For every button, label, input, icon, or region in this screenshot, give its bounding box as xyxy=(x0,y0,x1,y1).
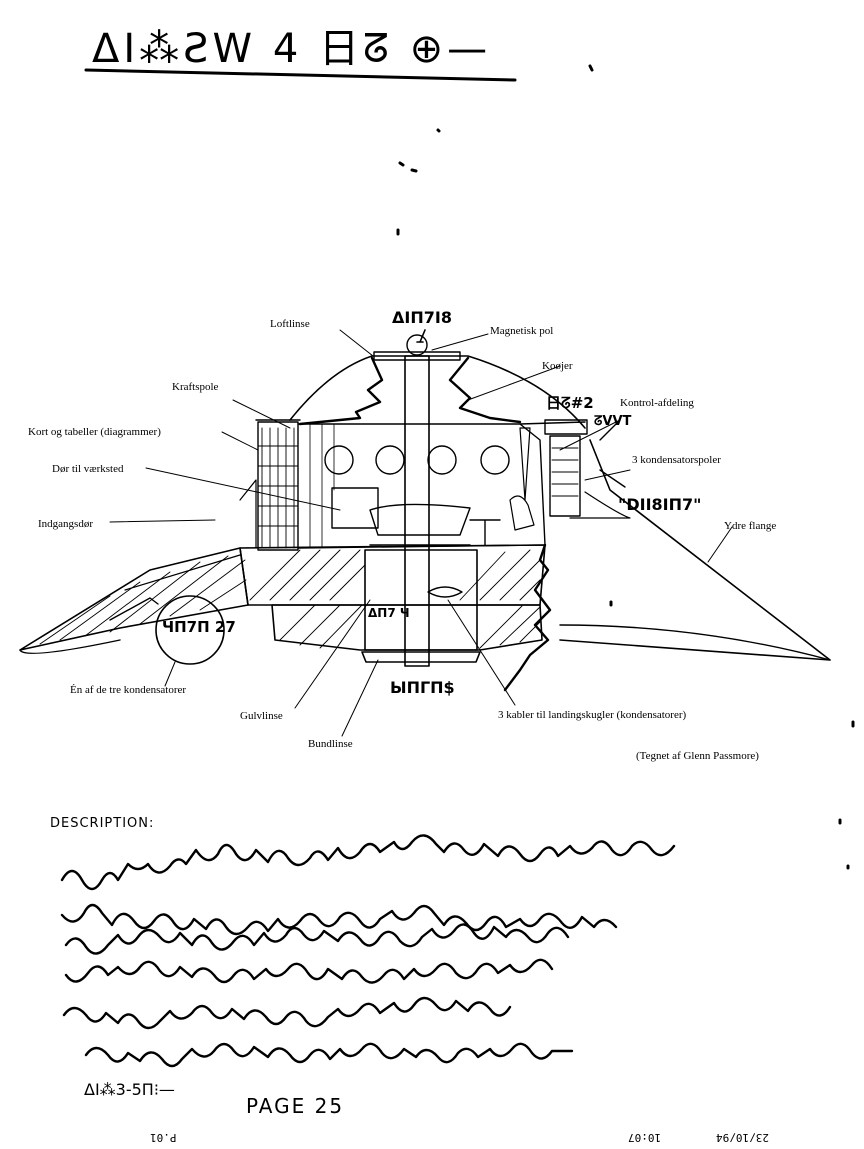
script-line-2 xyxy=(60,903,618,936)
cable-coil xyxy=(427,586,463,598)
pole-cap xyxy=(406,334,428,356)
porthole-2 xyxy=(375,445,405,475)
right-flange-lower xyxy=(559,624,831,661)
label-en-af-de-tre: Én af de tre kondensatorer xyxy=(70,684,187,696)
dome-cutaway-edge-right xyxy=(448,356,522,424)
cabin-roof-band xyxy=(255,419,586,425)
label-ydre-flange: Ydre flange xyxy=(724,520,777,532)
script-line-4 xyxy=(64,958,554,984)
porthole-1 xyxy=(324,445,354,475)
script-line-5 xyxy=(62,996,512,1030)
label-kort-og-tabeller: Kort og tabeller (diagrammer) xyxy=(28,426,161,438)
cabin-wall xyxy=(297,423,546,549)
control-panel xyxy=(549,435,581,517)
console-bowl xyxy=(369,503,471,536)
footer-date: 23/10/94 xyxy=(716,1131,769,1144)
magnetic-pole xyxy=(404,355,430,667)
glyph-annotation-capacitor: ЧΠ7Π 27 xyxy=(162,618,236,636)
right-flange xyxy=(559,439,831,661)
porthole-3 xyxy=(427,445,457,475)
glyph-annotation-right-flange: "DII8IΠ7" xyxy=(618,495,702,514)
label-credit: (Tegnet af Glenn Passmore) xyxy=(636,750,759,762)
kraftspole-right xyxy=(519,427,531,501)
entrance-door xyxy=(109,597,159,621)
cabin-wall-panels xyxy=(309,423,335,549)
floor-hatch xyxy=(249,549,541,601)
label-gulvlinse: Gulvlinse xyxy=(240,710,283,722)
saucer-diagram xyxy=(19,329,831,737)
title-underline xyxy=(84,68,517,82)
control-chair xyxy=(509,495,535,531)
label-kabler: 3 kabler til landingskugler (kondensator… xyxy=(498,709,687,721)
glyph-annotation-top: ΔIΠ7I8 xyxy=(392,308,452,327)
label-kontrol-afdeling: Kontrol-afdeling xyxy=(620,397,694,409)
script-line-6 xyxy=(84,1042,574,1068)
label-magnetisk-pol: Magnetisk pol xyxy=(490,325,554,337)
label-koojer: Koøjer xyxy=(542,360,573,372)
label-loftlinse: Loftlinse xyxy=(270,318,310,330)
handwritten-script xyxy=(60,834,676,1068)
label-kondensatorspoler: 3 kondensatorspoler xyxy=(632,454,721,466)
footer-time: 10:07 xyxy=(628,1131,662,1144)
leader-lines xyxy=(109,329,733,737)
stool xyxy=(469,519,501,546)
footer-page: P.01 xyxy=(150,1131,177,1144)
left-flange-step xyxy=(239,479,257,549)
script-line-1 xyxy=(60,834,676,891)
glyph-annotation-bottom: ЫΠΓΠ$ xyxy=(390,678,455,697)
label-bundlinse: Bundlinse xyxy=(308,738,353,750)
dome xyxy=(289,355,586,429)
workshop-door xyxy=(331,487,379,529)
dome-cutaway-edge-left xyxy=(298,356,384,426)
porthole-4 xyxy=(480,445,510,475)
label-kraftspole: Kraftspole xyxy=(172,381,219,393)
right-flange-skirt xyxy=(569,491,631,519)
floor-slab xyxy=(239,544,546,606)
floor-lens-block xyxy=(364,549,478,651)
ceiling-lens xyxy=(373,351,461,361)
page-label: PAGE 25 xyxy=(246,1094,345,1118)
left-flange-hatch xyxy=(39,555,247,645)
bottom-lens xyxy=(361,651,481,663)
script-line-3 xyxy=(64,923,570,955)
right-roof-ring xyxy=(544,419,588,435)
signature-glyphs: ΔI⁂3-5Π⁝— xyxy=(84,1080,175,1099)
glyph-annotation-center: ΔΠ7 Ч xyxy=(368,606,410,620)
label-dor-til-vaerksted: Dør til værksted xyxy=(52,463,124,475)
coil-lines-left xyxy=(257,427,299,549)
capacitor-sphere xyxy=(155,595,225,665)
glyph-annotation-right-side: ᘔVVT xyxy=(594,414,632,429)
lower-hull-hatch xyxy=(279,604,541,649)
label-indgangsdor: Indgangsdør xyxy=(38,518,93,530)
left-rim-line xyxy=(124,554,241,591)
glyph-annotation-right-upper: 日ᘔ#2 xyxy=(546,394,594,412)
scan-specks xyxy=(396,64,855,870)
left-rim xyxy=(19,639,121,655)
glyph-title: ΔI⁂ƧW 4 日ᘔ ⊕— xyxy=(92,26,492,72)
description-label: DESCRIPTION: xyxy=(50,816,155,831)
left-flange xyxy=(19,547,249,651)
